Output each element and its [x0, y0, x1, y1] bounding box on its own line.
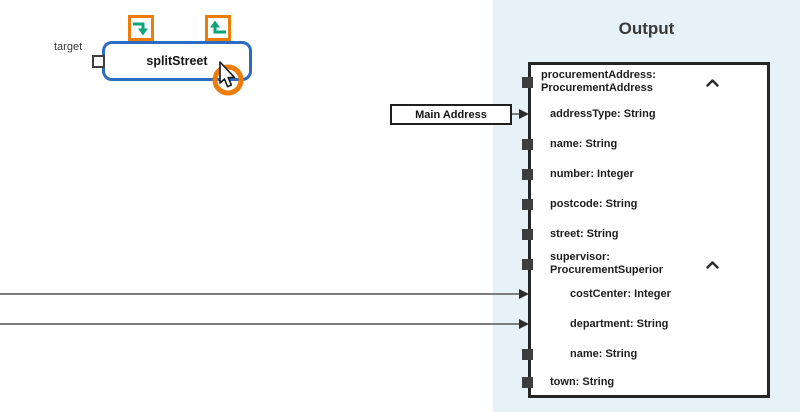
node-connector-handle[interactable]: [522, 198, 533, 210]
output-field-town[interactable]: town: String: [522, 369, 767, 395]
output-field-supervisor[interactable]: supervisor: ProcurementSuperior: [522, 249, 767, 279]
field-label: name: String: [550, 137, 618, 150]
field-label: name: String: [570, 347, 638, 360]
output-field-supervisor-name[interactable]: name: String: [522, 339, 767, 369]
field-label: town: String: [550, 375, 615, 388]
annotation-main-address[interactable]: Main Address: [390, 104, 512, 125]
field-label: supervisor: ProcurementSuperior: [550, 251, 664, 276]
field-label: postcode: String: [550, 197, 638, 210]
node-connector-handle[interactable]: [522, 258, 533, 270]
function-node-label: splitStreet: [146, 54, 208, 68]
output-structure-box: procurementAddress: ProcurementAddress a…: [519, 62, 770, 398]
node-connector-handle[interactable]: [522, 228, 533, 240]
field-label: procurementAddress: ProcurementAddress: [541, 69, 656, 94]
output-field-postcode[interactable]: postcode: String: [522, 189, 767, 219]
node-connector-handle[interactable]: [522, 168, 533, 180]
mapping-line-main-address[interactable]: [511, 113, 522, 115]
output-field-costcenter[interactable]: costCenter: Integer: [519, 279, 767, 309]
collapse-chevron-icon[interactable]: [706, 260, 719, 273]
arrow-down-right-icon: [133, 22, 148, 36]
map-to-target-icon[interactable]: [128, 15, 154, 41]
field-label: costCenter: Integer: [570, 287, 671, 300]
mapping-line-department[interactable]: [0, 323, 522, 325]
collapse-chevron-icon[interactable]: [706, 78, 719, 91]
output-field-addresstype[interactable]: addressType: String: [519, 99, 767, 129]
mapping-arrowhead-icon: [519, 318, 529, 329]
node-connector-handle[interactable]: [522, 376, 533, 388]
output-panel-title: Output: [618, 19, 675, 38]
output-field-procurementaddress[interactable]: procurementAddress: ProcurementAddress: [522, 65, 767, 99]
node-connector-handle[interactable]: [522, 348, 533, 360]
output-field-street[interactable]: street: String: [522, 219, 767, 249]
field-label: department: String: [570, 317, 669, 330]
field-label: addressType: String: [550, 107, 656, 120]
output-field-number[interactable]: number: Integer: [522, 159, 767, 189]
mapping-arrowhead-icon: [519, 288, 529, 299]
map-from-source-icon[interactable]: [205, 15, 231, 41]
mapping-arrowhead-icon: [519, 108, 529, 119]
node-connector-handle[interactable]: [522, 76, 533, 88]
annotation-label: Main Address: [415, 108, 487, 121]
arrow-up-left-icon: [210, 20, 226, 34]
mapping-line-costcenter[interactable]: [0, 293, 522, 295]
field-label: street: String: [550, 227, 619, 240]
cursor-highlight-icon: [212, 61, 244, 96]
node-connector-handle[interactable]: [522, 138, 533, 150]
output-field-name[interactable]: name: String: [522, 129, 767, 159]
output-field-department[interactable]: department: String: [519, 309, 767, 339]
field-label: number: Integer: [550, 167, 634, 180]
function-input-port[interactable]: [92, 55, 105, 68]
target-port-label: target: [54, 41, 83, 53]
